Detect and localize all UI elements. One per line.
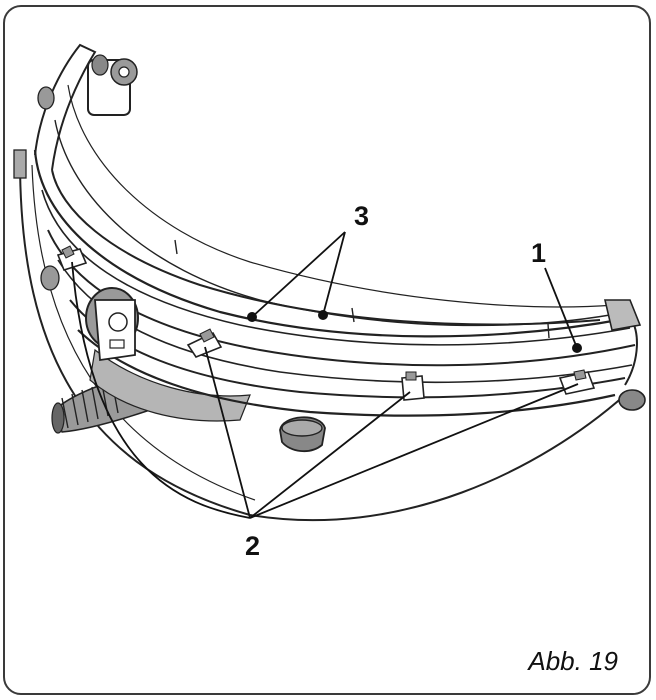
left-lower-knob: [40, 265, 60, 291]
leader-3a: [251, 231, 346, 318]
latch-clip-4: [558, 369, 596, 395]
leader-3b: [322, 231, 346, 316]
latch-clip-1: [56, 245, 88, 271]
bottom-center-knob: [279, 416, 326, 452]
left-side-knob: [85, 287, 139, 362]
band-line-c: [57, 259, 633, 384]
latch-clip-2: [186, 328, 223, 358]
callout-label-3: 3: [354, 201, 370, 231]
left-upper-knob: [37, 86, 55, 110]
leader-2b: [204, 346, 251, 519]
figure-caption: Abb. 19: [528, 646, 618, 676]
top-pivot-knob: [87, 54, 138, 116]
leader-2a: [71, 261, 251, 519]
callout-label-2: 2: [245, 531, 261, 561]
leader-1: [544, 267, 578, 349]
band-bottom-edge: [77, 329, 616, 417]
visor-rim-top-2: [67, 84, 616, 308]
leader-2d: [249, 383, 579, 519]
leader-2c: [249, 391, 411, 519]
rim-ticks: [174, 239, 550, 339]
callout-label-1: 1: [531, 238, 547, 268]
visor-rim-top: [54, 119, 611, 327]
left-edge-tab: [13, 149, 27, 179]
upper-arm-outer: [34, 43, 97, 171]
inner-cradle-shadow: [89, 348, 251, 422]
band-line-b: [47, 229, 636, 367]
upper-arm-inner: [51, 169, 601, 326]
band-top-edge: [33, 149, 631, 338]
right-side-knobs: [603, 299, 646, 411]
